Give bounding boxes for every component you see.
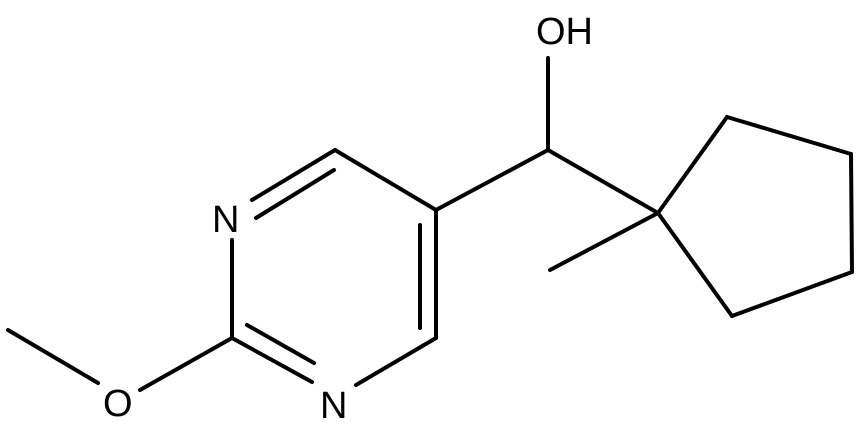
bond-c-d	[730, 270, 854, 318]
bond-b-c	[849, 152, 854, 274]
bond-a-b	[725, 115, 853, 156]
bond-quat-methyl	[548, 211, 660, 272]
methoxy-o-label: O	[103, 383, 133, 425]
atom-labels: OH N N O	[103, 11, 593, 427]
bond-c5-carbinol	[434, 148, 550, 212]
bond-n3-c4-inner	[254, 168, 336, 220]
bond-carbinol-quat	[546, 148, 660, 215]
bond-c2-o	[138, 336, 234, 392]
bond-o-ch3	[6, 328, 100, 385]
bond-n3-c4	[250, 148, 337, 202]
bond-n1-c2-inner	[245, 323, 316, 365]
bond-d-quat	[656, 211, 734, 318]
ring-n-lower-label: N	[320, 385, 347, 427]
ring-n-upper-label: N	[212, 199, 239, 241]
bond-c6-n1	[354, 336, 438, 387]
bond-n1-c2	[230, 336, 314, 384]
bond-c4-c5	[333, 148, 438, 212]
bond-quat-c-a	[656, 115, 729, 215]
hydroxyl-label: OH	[536, 11, 593, 53]
bonds	[6, 56, 854, 392]
